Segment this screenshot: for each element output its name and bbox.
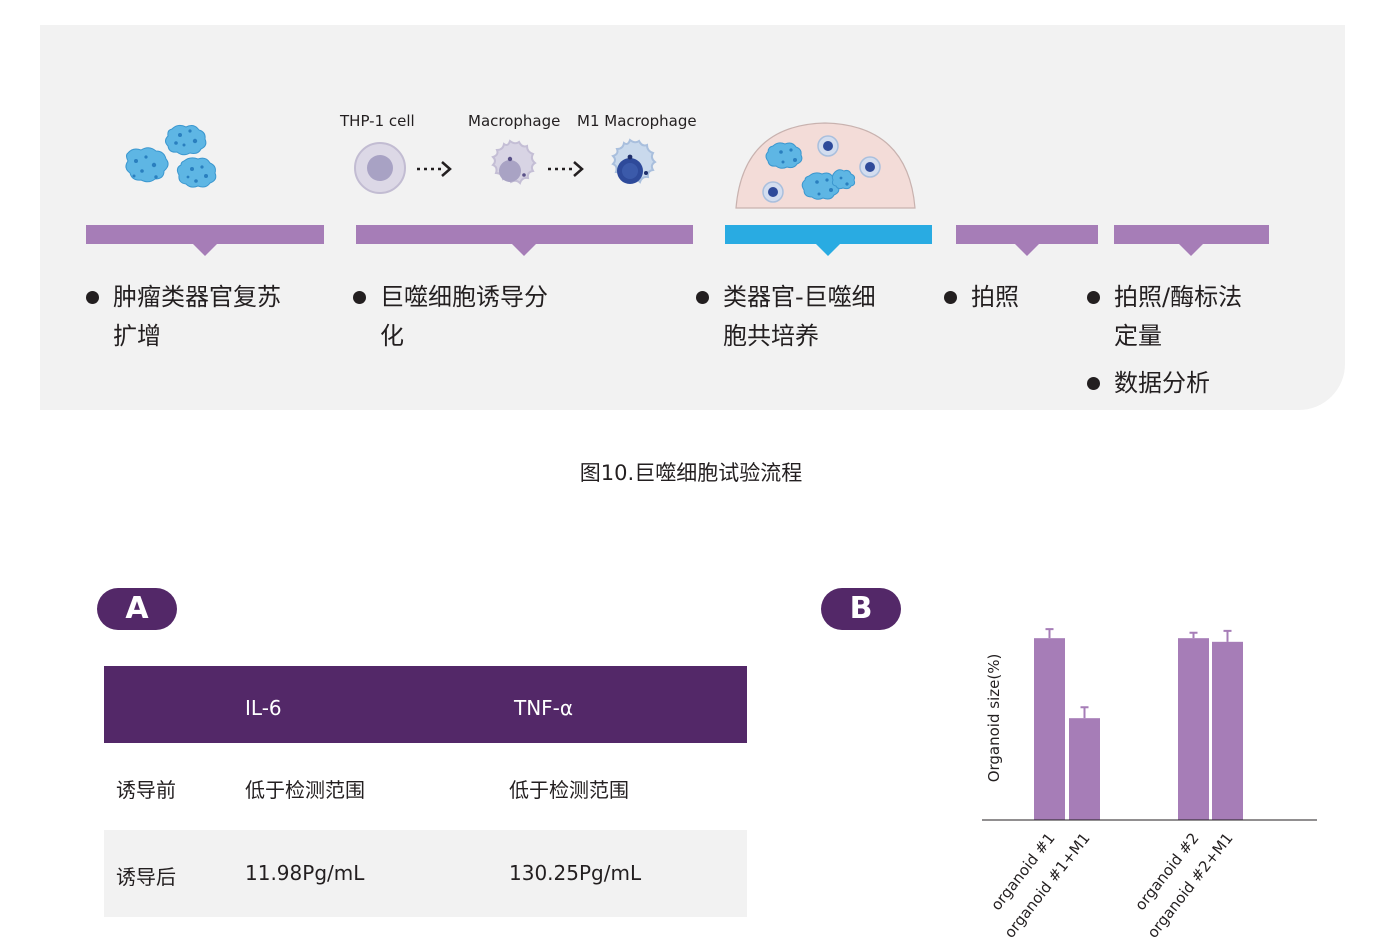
panel-label-a: A: [97, 588, 177, 630]
step-bar-1: [86, 225, 324, 244]
bar-2: [1069, 718, 1100, 820]
table-cell: 低于检测范围: [509, 778, 629, 802]
figure-caption: 图10.巨噬细胞试验流程: [579, 461, 803, 485]
table-cell: 低于检测范围: [245, 778, 365, 802]
step-1: 肿瘤类器官复苏 扩增: [86, 278, 326, 356]
step-notch-1: [193, 244, 217, 256]
bar-1: [1034, 638, 1065, 820]
step-3-line-2: 胞共培养: [723, 322, 819, 350]
table-header-row: IL-6 TNF-α: [104, 666, 747, 743]
cell-differentiation-icon: [354, 138, 657, 194]
bullet-icon: [696, 291, 709, 304]
table-header-cell: TNF-α: [514, 696, 574, 720]
step-bar-3: [725, 225, 932, 244]
organoid-cluster-icon: [125, 124, 217, 188]
table-cell: 130.25Pg/mL: [509, 861, 642, 885]
table-cell: 诱导后: [116, 865, 176, 889]
panel-label-b: B: [821, 588, 901, 630]
error-bar-3: [1189, 631, 1198, 639]
step-5-line-1: 拍照/酶标法: [1114, 283, 1243, 311]
bullet-icon: [944, 291, 957, 304]
error-bar-1: [1045, 628, 1054, 639]
step-notch-2: [512, 244, 536, 256]
bullet-icon: [1087, 291, 1100, 304]
macrophage-label: Macrophage: [468, 112, 561, 130]
step-1-line-1: 肿瘤类器官复苏: [113, 283, 281, 311]
bullet-icon: [1087, 377, 1100, 390]
step-bar-2: [356, 225, 693, 244]
table-row: 诱导前 低于检测范围 低于检测范围: [104, 743, 747, 830]
step-5: 拍照/酶标法 定量: [1087, 278, 1297, 356]
step-bar-4: [956, 225, 1098, 244]
y-axis-label: Organoid size(%): [985, 654, 1003, 783]
step-6: 数据分析: [1087, 364, 1297, 403]
m1-macrophage-label: M1 Macrophage: [577, 112, 697, 130]
error-bar-4: [1223, 629, 1232, 642]
step-bar-5: [1114, 225, 1269, 244]
table-row: 诱导后 11.98Pg/mL 130.25Pg/mL: [104, 830, 747, 917]
coculture-dish-icon: [735, 122, 916, 209]
table-header-cell: IL-6: [245, 696, 282, 720]
workflow-panel: THP-1 cell Macrophage M1 Macrophage: [40, 25, 1345, 410]
table-cell: 诱导前: [116, 778, 176, 802]
step-notch-4: [1015, 244, 1039, 256]
step-5-line-2: 定量: [1114, 322, 1162, 350]
step-1-line-2: 扩增: [113, 322, 161, 350]
bar-3: [1178, 638, 1209, 820]
step-3-line-1: 类器官-巨噬细: [723, 283, 876, 311]
step-notch-5: [1179, 244, 1203, 256]
step-2-line-2: 化: [380, 322, 404, 350]
thp1-cell-label: THP-1 cell: [340, 112, 415, 130]
step-3: 类器官-巨噬细 胞共培养: [696, 278, 916, 356]
bar-4: [1212, 641, 1243, 820]
step-2: 巨噬细胞诱导分 化: [353, 278, 593, 356]
step-4: 拍照: [944, 278, 1064, 317]
step-6-line-1: 数据分析: [1114, 369, 1210, 397]
error-bar-2: [1080, 706, 1089, 719]
cytokine-table: IL-6 TNF-α 诱导前 低于检测范围 低于检测范围 诱导后 11.98Pg…: [104, 666, 747, 917]
step-notch-3: [816, 244, 840, 256]
step-4-line-1: 拍照: [971, 283, 1019, 311]
bullet-icon: [353, 291, 366, 304]
table-cell: 11.98Pg/mL: [245, 861, 365, 885]
bullet-icon: [86, 291, 99, 304]
step-2-line-1: 巨噬细胞诱导分: [380, 283, 548, 311]
